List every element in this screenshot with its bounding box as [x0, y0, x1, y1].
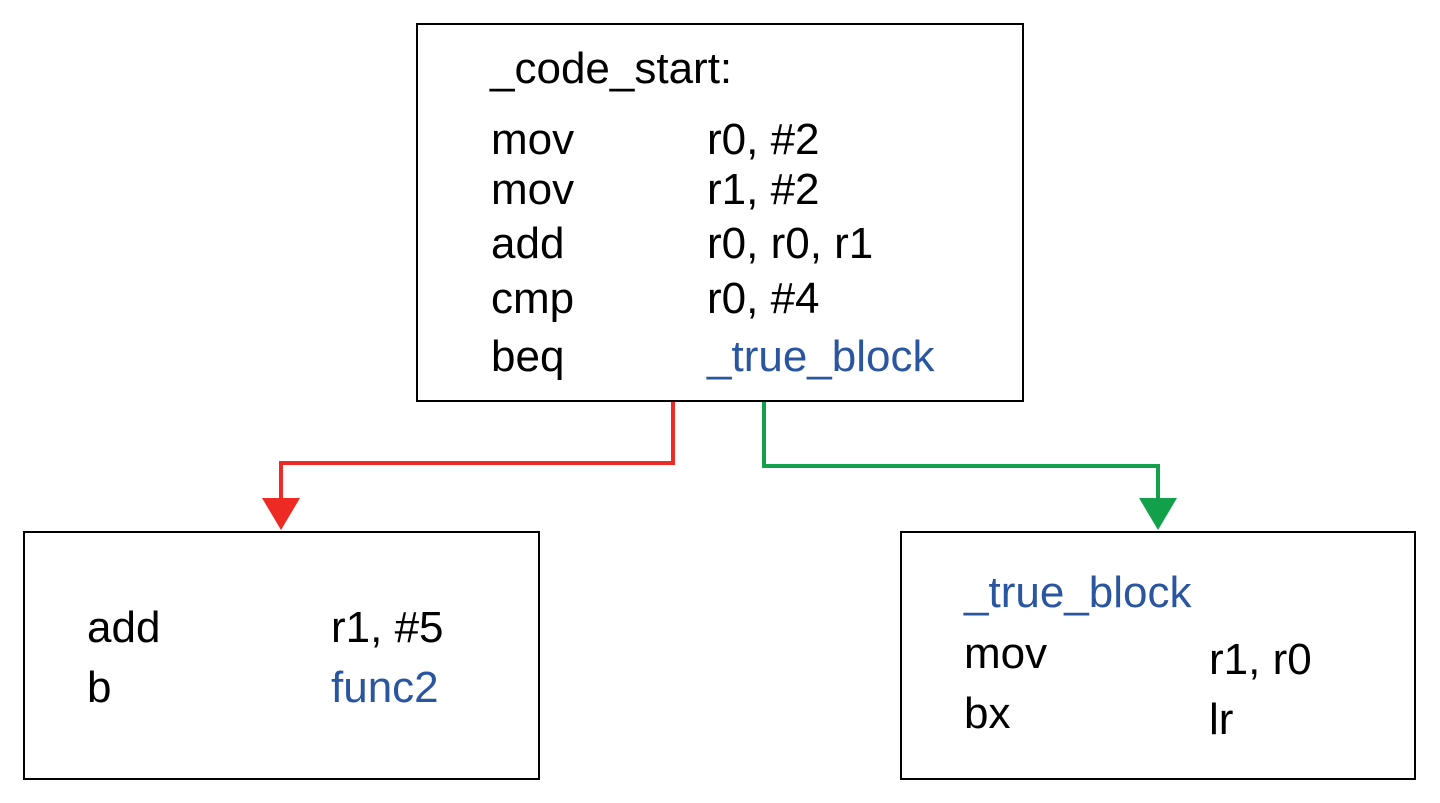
branch-target-true-block: _true_block — [707, 332, 935, 381]
instruction-op: add — [87, 603, 161, 652]
false-branch-arrowhead — [262, 498, 300, 530]
instruction-op: cmp — [491, 274, 575, 323]
code-start-block — [416, 23, 1024, 402]
instruction-op: mov — [491, 165, 575, 214]
instruction-args: r1, #2 — [707, 165, 820, 214]
instruction-args: r0, #2 — [707, 115, 820, 164]
instruction-op: mov — [964, 629, 1048, 678]
code-start-label: _code_start: — [490, 44, 733, 93]
branch-target-func2: func2 — [331, 663, 439, 712]
instruction-op: beq — [491, 332, 565, 381]
true-branch-block — [900, 531, 1416, 780]
instruction-args: r1, #5 — [331, 603, 444, 652]
instruction-op: b — [87, 663, 112, 712]
true-branch-arrowhead — [1139, 498, 1177, 530]
false-branch-block — [23, 531, 540, 780]
instruction-args: r0, r0, r1 — [707, 219, 874, 268]
false-branch-edge — [279, 402, 675, 500]
true-block-label: _true_block — [964, 568, 1192, 617]
instruction-args: lr — [1209, 695, 1234, 744]
instruction-op: add — [491, 219, 565, 268]
instruction-args: r0, #4 — [707, 274, 820, 323]
true-branch-edge — [762, 402, 1160, 500]
instruction-op: bx — [964, 689, 1011, 738]
instruction-args: r1, r0 — [1209, 635, 1312, 684]
instruction-op: mov — [491, 115, 575, 164]
